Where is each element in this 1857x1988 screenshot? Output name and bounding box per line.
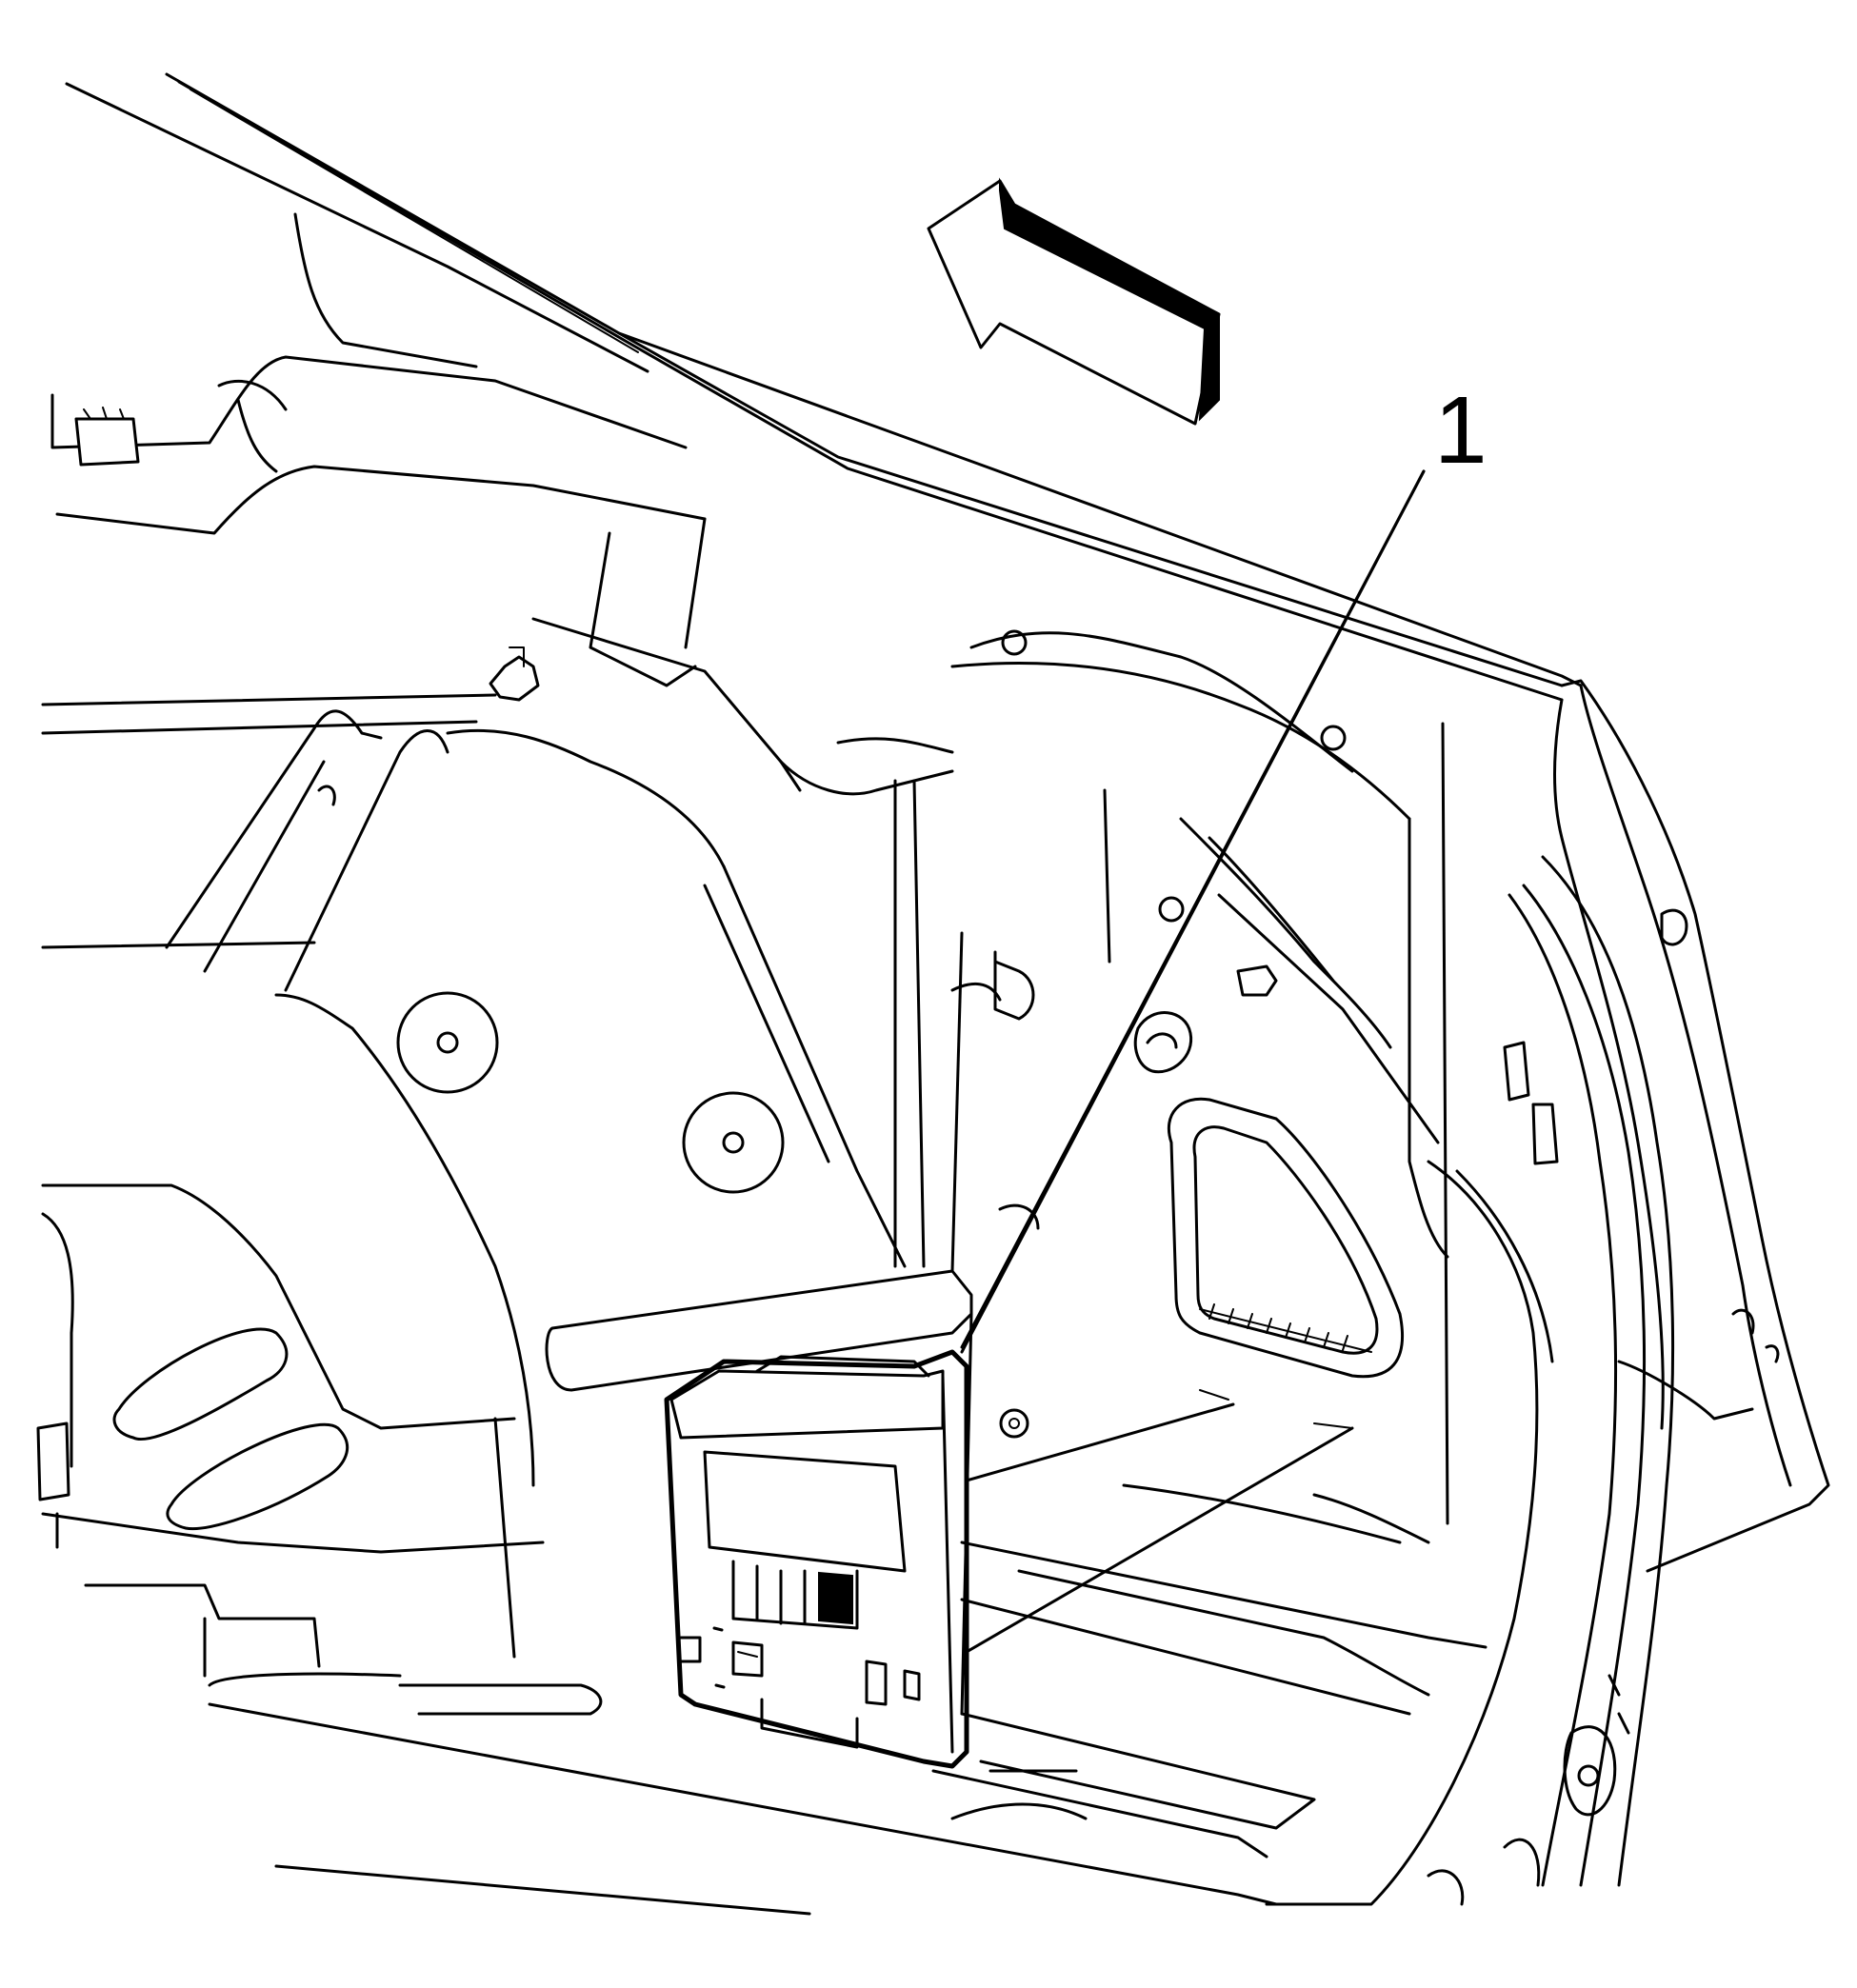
- callout-1-leaders: [960, 469, 1426, 1354]
- front-direction-arrow: [927, 177, 1221, 426]
- trunk-floor: [931, 1483, 1488, 1859]
- right-inner-panel: [836, 629, 1449, 1525]
- left-quarter-panel: [41, 646, 907, 1487]
- package-shelf: [50, 212, 954, 796]
- electronic-module: [664, 1349, 969, 1769]
- callout-label-1: 1: [1434, 377, 1488, 484]
- mounting-bracket: [545, 931, 1354, 1716]
- right-quarter-panel: [1265, 679, 1830, 1906]
- left-lower-trim: [36, 1183, 1278, 1916]
